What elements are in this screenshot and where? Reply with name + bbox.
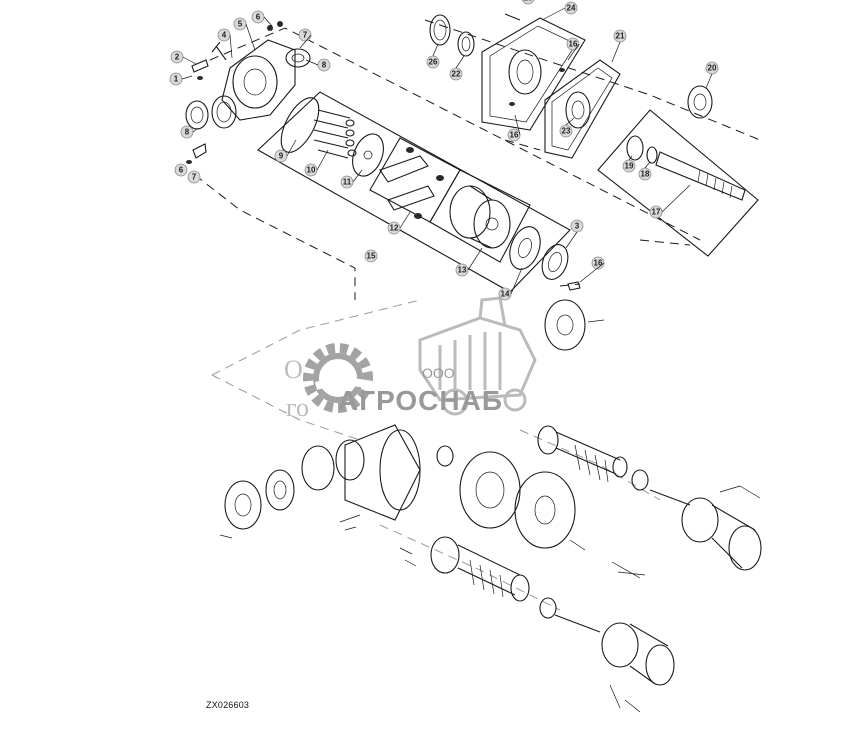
watermark-prefix: ООО <box>422 365 455 381</box>
svg-text:18: 18 <box>641 170 650 179</box>
svg-text:20: 20 <box>708 64 717 73</box>
callout-24: 24 <box>564 1 578 15</box>
svg-text:19: 19 <box>625 162 634 171</box>
motor-exploded-view <box>185 13 761 300</box>
callout-16a: 16 <box>566 37 580 51</box>
watermark-logo: ООО АГРОСНАБ <box>303 296 537 416</box>
callout-26: 26 <box>426 55 440 69</box>
svg-text:6: 6 <box>256 13 261 22</box>
callout-1: 1 <box>169 72 183 86</box>
callout-19: 19 <box>622 159 636 173</box>
svg-text:7: 7 <box>303 31 308 40</box>
svg-text:6: 6 <box>179 166 184 175</box>
callout-13: 13 <box>455 263 469 277</box>
callout-25: 25 <box>521 0 535 5</box>
callout-10: 10 <box>304 163 318 177</box>
callout-8a: 8 <box>317 58 331 72</box>
callout-15: 15 <box>364 249 378 263</box>
callout-22: 22 <box>449 67 463 81</box>
svg-text:26: 26 <box>429 58 438 67</box>
svg-text:4: 4 <box>222 31 227 40</box>
background-text-fragment-1: О <box>284 355 303 384</box>
svg-text:22: 22 <box>452 70 461 79</box>
callout-3: 3 <box>570 219 584 233</box>
svg-text:15: 15 <box>367 252 376 261</box>
callout-5: 5 <box>233 17 247 31</box>
svg-text:24: 24 <box>567 4 576 13</box>
callout-17: 17 <box>649 205 663 219</box>
callout-2: 2 <box>170 50 184 64</box>
watermark-name: АГРОСНАБ <box>338 385 503 416</box>
svg-text:16: 16 <box>510 131 519 140</box>
svg-text:10: 10 <box>307 166 316 175</box>
gear-icon <box>303 343 410 413</box>
svg-text:2: 2 <box>175 53 180 62</box>
callout-16c: 16 <box>591 256 605 270</box>
svg-text:13: 13 <box>458 266 467 275</box>
svg-text:11: 11 <box>343 178 352 187</box>
svg-text:1: 1 <box>174 75 179 84</box>
svg-text:8: 8 <box>322 61 327 70</box>
callout-23: 23 <box>559 124 573 138</box>
callout-11: 11 <box>340 175 354 189</box>
drawing-code-label: ZX026603 <box>206 700 250 710</box>
svg-text:17: 17 <box>652 208 661 217</box>
svg-text:23: 23 <box>562 127 571 136</box>
callout-14: 14 <box>498 287 512 301</box>
svg-text:3: 3 <box>575 222 580 231</box>
callout-7a: 7 <box>298 28 312 42</box>
callout-6b: 6 <box>174 163 188 177</box>
callout-4: 4 <box>217 28 231 42</box>
combine-harvester-icon <box>418 296 537 416</box>
svg-text:12: 12 <box>390 224 399 233</box>
svg-text:16: 16 <box>569 40 578 49</box>
svg-text:21: 21 <box>616 32 625 41</box>
svg-text:5: 5 <box>238 20 243 29</box>
svg-text:9: 9 <box>279 152 284 161</box>
callout-21: 21 <box>613 29 627 43</box>
svg-text:7: 7 <box>192 173 197 182</box>
callout-9: 9 <box>274 149 288 163</box>
callout-16b: 16 <box>507 128 521 142</box>
svg-text:16: 16 <box>594 259 603 268</box>
callout-7b: 7 <box>187 170 201 184</box>
svg-text:14: 14 <box>501 290 510 299</box>
svg-text:25: 25 <box>524 0 533 3</box>
callout-8b: 8 <box>180 125 194 139</box>
background-assembly-drawing: О го <box>211 299 762 713</box>
callout-20: 20 <box>705 61 719 75</box>
callout-6a: 6 <box>251 10 265 24</box>
callout-18: 18 <box>638 167 652 181</box>
leader-lines <box>181 7 713 295</box>
background-text-fragment-2: го <box>286 393 309 422</box>
svg-text:8: 8 <box>185 128 190 137</box>
callout-12: 12 <box>387 221 401 235</box>
